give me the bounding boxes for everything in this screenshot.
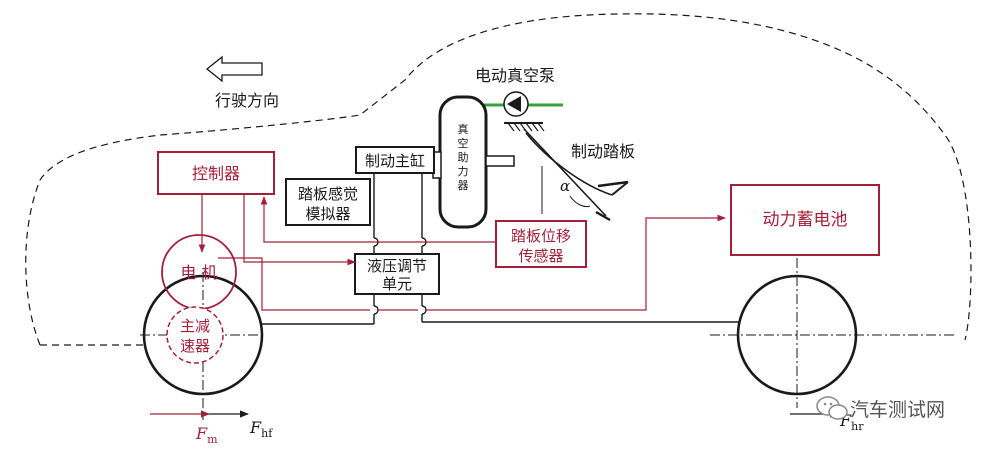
pedal-feel-simulator-box: [285, 178, 371, 226]
motor-label: 电 机: [180, 263, 217, 282]
rear-wheel: [710, 258, 955, 408]
master-cylinder-label: 制动主缸: [365, 152, 425, 170]
battery-box: [730, 184, 880, 256]
hydraulic-unit-line1: 液压调节: [367, 257, 427, 275]
svg-text:真: 真: [458, 122, 469, 136]
final-reducer: 主减 速器: [166, 306, 224, 364]
pedal-angle-symbol: α: [560, 177, 570, 195]
pedal-sensor-line1: 踏板位移: [511, 227, 571, 245]
fm-label: Fm: [195, 424, 218, 446]
hydraulic-unit-box: [354, 253, 440, 295]
reducer-line1: 主减: [180, 317, 210, 335]
svg-text:空: 空: [458, 136, 469, 150]
hydraulic-lines: [194, 173, 750, 325]
svg-text:力: 力: [458, 165, 469, 178]
watermark-text: 汽车测试网: [850, 399, 945, 421]
pedal-sensor-box: [495, 220, 587, 268]
svg-text:助: 助: [458, 150, 469, 164]
reducer-line2: 速器: [180, 337, 210, 355]
car-body-outline: [25, 13, 972, 346]
brake-pedal-label: 制动踏板: [571, 142, 635, 161]
direction-arrow-icon: [205, 55, 263, 83]
svg-text:器: 器: [458, 179, 469, 192]
master-cylinder-box: [355, 146, 435, 174]
pedal-feel-simulator-line2: 模拟器: [305, 205, 350, 223]
signal-lines: [198, 194, 726, 311]
brake-pedal: [523, 128, 629, 222]
vacuum-pump-label: 电动真空泵: [475, 66, 555, 85]
pedal-sensor-line2: 传感器: [518, 247, 563, 265]
fhf-label: Fhf: [249, 418, 273, 440]
pedal-pivot-mount: [504, 122, 545, 132]
vacuum-pump-icon: [503, 91, 529, 117]
controller-label: 控制器: [192, 164, 240, 183]
battery-label: 动力蓄电池: [763, 210, 848, 230]
direction-label: 行驶方向: [215, 91, 279, 110]
vacuum-booster: 真 空 助 力 器: [432, 95, 515, 229]
controller-box: [157, 151, 275, 195]
wechat-logo-icon: [816, 396, 848, 420]
fhr-label: Fhr: [839, 411, 864, 433]
hydraulic-unit-line2: 单元: [382, 275, 412, 293]
pedal-feel-simulator-line1: 踏板感觉: [298, 185, 358, 203]
